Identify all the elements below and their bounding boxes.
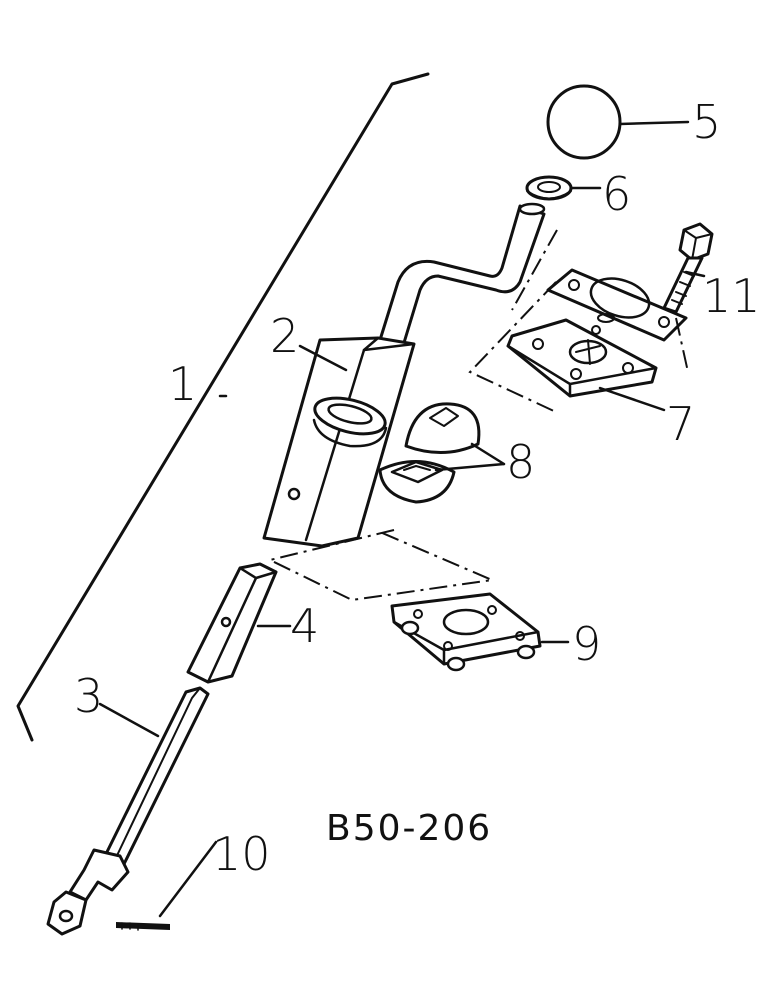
mounting-plate-lower — [390, 592, 542, 672]
gear-shift-lever — [262, 202, 546, 548]
callout-1: 1 — [168, 357, 197, 411]
shift-shaft — [46, 686, 210, 936]
callout-7: 7 — [666, 397, 695, 451]
knob-ball — [546, 84, 622, 160]
washer — [525, 175, 573, 201]
callout-5: 5 — [692, 95, 721, 149]
callout-3: 3 — [74, 669, 103, 723]
callout-9: 9 — [572, 617, 601, 671]
drawing-code: B50-206 — [326, 808, 492, 849]
callout-4: 4 — [290, 599, 319, 653]
assembly-lines — [267, 229, 689, 602]
square-sleeve — [186, 562, 278, 684]
assembly-bracket — [16, 72, 430, 742]
mounting-plate-upper — [506, 268, 688, 398]
leader-lines — [98, 120, 706, 918]
callout-10: 10 — [212, 827, 271, 881]
callout-8: 8 — [506, 435, 535, 489]
callout-labels: 1 2 3 4 5 6 7 8 9 10 11 — [74, 95, 761, 881]
bolt — [662, 222, 714, 314]
callout-6: 6 — [602, 167, 631, 221]
roll-pin — [116, 922, 170, 931]
callout-11: 11 — [702, 269, 761, 323]
ball-halves — [378, 402, 481, 504]
callout-2: 2 — [270, 309, 299, 363]
